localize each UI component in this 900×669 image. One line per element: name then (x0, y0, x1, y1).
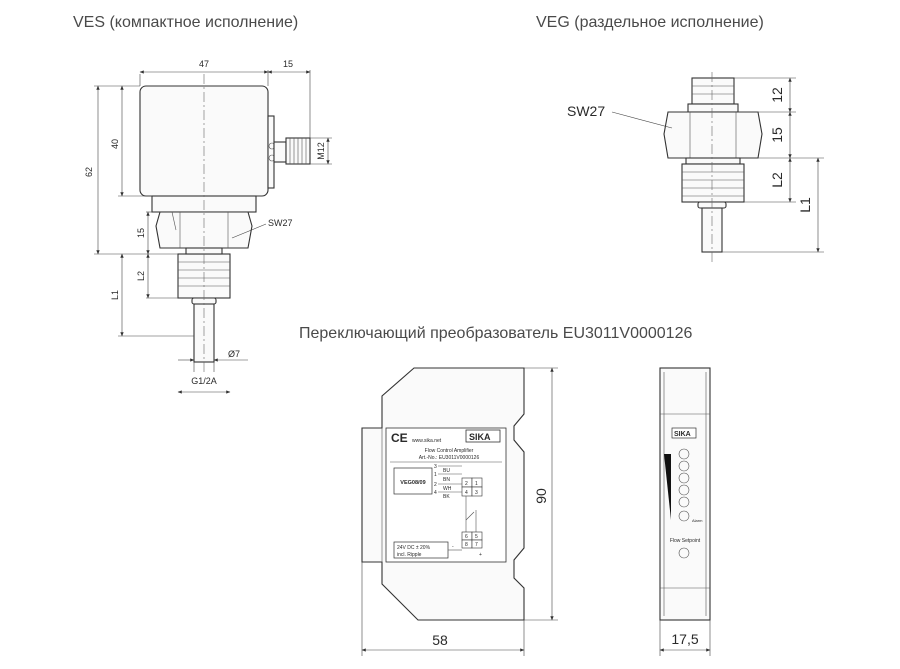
ce-mark: CE (391, 431, 408, 445)
veg-title: VEG (раздельное исполнение) (536, 14, 764, 31)
ves-dim-L2: L2 (136, 271, 146, 281)
led (678, 472, 690, 484)
product-name: Flow Control Amplifier (425, 448, 474, 454)
wire-label: BU (443, 468, 450, 474)
side-housing (659, 367, 711, 621)
side-dim-width: 17,5 (671, 631, 698, 647)
ves-connector-plate (267, 115, 275, 189)
terminal: 3 (475, 490, 478, 496)
led-alarm (678, 510, 690, 522)
brand-logo: SIKA (469, 432, 491, 442)
veg-collar (687, 103, 739, 113)
sensor-model: VEG08/09 (400, 480, 425, 486)
ves-thread-label: G1/2A (191, 376, 217, 386)
veg-hex-label: SW27 (567, 103, 605, 119)
plus-sign: + (479, 552, 482, 558)
pin: 1 (434, 472, 437, 478)
veg-thread (681, 163, 745, 203)
terminal: 4 (465, 490, 468, 496)
supply-voltage: 24V DC ± 20% (397, 545, 431, 551)
amplifier-front: CE www.sika.net SIKA Flow Control Amplif… (361, 367, 558, 656)
led (678, 496, 690, 508)
ves-hex-label: SW27 (268, 218, 293, 228)
veg-dim-L1: L1 (797, 197, 813, 213)
led (678, 460, 690, 472)
terminal: 2 (465, 481, 468, 487)
amplifier-side: SIKA Alarm Flow Setpoint 17,5 (659, 367, 711, 656)
veg-dim-hex: 15 (769, 127, 785, 143)
article-number: Art.-No.: EU3011V0000126 (419, 455, 480, 461)
led (678, 484, 690, 496)
ves-dim-width: 47 (199, 59, 209, 69)
ves-dim-height-total: 62 (84, 167, 94, 177)
terminal: 1 (475, 481, 478, 487)
pin: 2 (434, 482, 437, 488)
pin: 3 (434, 464, 437, 470)
setpoint-label: Flow Setpoint (670, 538, 701, 544)
veg-top-connector (691, 77, 735, 105)
wire-label: WH (443, 486, 452, 492)
alarm-label: Alarm (692, 518, 703, 523)
ves-dim-height-top: 40 (110, 139, 120, 149)
ves-dim-L1: L1 (110, 290, 120, 300)
supply-ripple: incl. Ripple (397, 552, 422, 558)
setpoint-potentiometer[interactable] (678, 547, 690, 559)
pin: 4 (434, 490, 437, 496)
ves-drawing: 47 15 M12 40 62 15 L2 L1 SW27 (84, 59, 332, 394)
ves-dim-diameter: Ø7 (228, 349, 240, 359)
veg-drawing: 12 15 L2 L1 SW27 (567, 72, 824, 262)
terminal: 8 (465, 542, 468, 548)
terminal: 7 (475, 542, 478, 548)
veg-dim-L2: L2 (769, 172, 785, 188)
wire-label: BN (443, 477, 450, 483)
ves-title: VES (компактное исполнение) (73, 14, 299, 31)
wire-label: BK (443, 494, 450, 500)
ves-dim-hex-height: 15 (136, 228, 146, 238)
terminal: 5 (475, 534, 478, 540)
veg-hex-nut (663, 111, 763, 159)
ves-m12-connector (273, 141, 287, 163)
terminal: 6 (465, 534, 468, 540)
side-brand-logo: SIKA (674, 431, 691, 438)
level-indicator (664, 454, 671, 520)
website-text: www.sika.net (412, 438, 442, 444)
amplifier-title: Переключающий преобразователь EU3011V000… (299, 325, 693, 342)
minus-sign: - (452, 544, 454, 550)
ves-dim-conn: 15 (283, 59, 293, 69)
ves-dim-thread: M12 (316, 142, 326, 160)
amplifier-label-panel (385, 427, 507, 563)
veg-dim-top: 12 (769, 87, 785, 103)
amplifier-dim-width: 58 (432, 632, 448, 648)
led (678, 448, 690, 460)
amplifier-dim-height: 90 (533, 488, 549, 504)
